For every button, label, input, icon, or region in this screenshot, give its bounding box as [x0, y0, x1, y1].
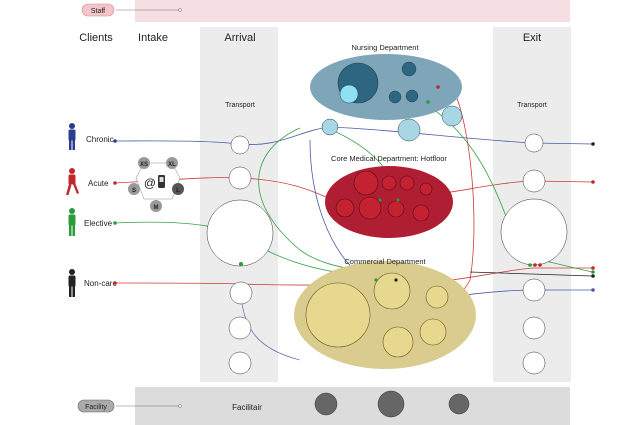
- arrival-node-bike[interactable]: [228, 316, 252, 340]
- commercial-department-title: Commercial Department: [344, 257, 426, 266]
- size-xl-label: XL: [168, 162, 176, 168]
- size-m-label: M: [154, 205, 159, 211]
- core-department-title: Core Medical Department: Hotfloor: [331, 154, 447, 163]
- exit-transport-label: Transport: [517, 102, 547, 109]
- noncare-person-icon: [68, 269, 76, 297]
- intake-column-header: Intake: [138, 32, 168, 44]
- client-acute[interactable]: Acute: [66, 168, 117, 195]
- chronic-person-icon: [68, 123, 76, 150]
- commercial-services[interactable]: [419, 318, 447, 346]
- nursing-unit-d[interactable]: [441, 105, 463, 127]
- size-xl[interactable]: XL: [166, 157, 178, 169]
- acute-label: Acute: [88, 179, 109, 188]
- intake-cluster[interactable]: XS XL S L M @: [128, 157, 184, 212]
- facility-band: [135, 387, 570, 425]
- arrival-node-parking-small[interactable]: [228, 351, 252, 375]
- size-xs-label: XS: [140, 162, 148, 168]
- size-xs[interactable]: XS: [138, 157, 150, 169]
- arrival-nodes: [206, 135, 274, 375]
- arrival-node-ambulance[interactable]: [230, 135, 250, 155]
- email-icon: @: [144, 176, 156, 190]
- core-unit-3[interactable]: [399, 175, 415, 191]
- exit-node-bike[interactable]: [522, 316, 546, 340]
- chronic-label: Chronic: [86, 135, 114, 144]
- elective-label: Elective: [84, 219, 113, 228]
- core-medical-department[interactable]: Core Medical Department: Hotfloor: [325, 154, 453, 238]
- staff-legend-label: Staff: [91, 8, 105, 15]
- facility-legend[interactable]: Facility: [77, 399, 182, 413]
- core-unit-6[interactable]: [358, 196, 382, 220]
- core-unit-1[interactable]: [353, 170, 379, 196]
- arrival-node-public-transport[interactable]: [229, 281, 253, 305]
- nursing-unit-c[interactable]: [405, 89, 419, 103]
- nursing-entry[interactable]: [321, 118, 339, 136]
- nursing-intensive-care[interactable]: [339, 84, 359, 104]
- core-unit-4[interactable]: [419, 182, 433, 196]
- core-unit-5[interactable]: [335, 198, 355, 218]
- commercial-department[interactable]: Commercial Department: [294, 257, 476, 369]
- exit-nodes: [500, 133, 568, 375]
- exit-column-header: Exit: [523, 32, 541, 44]
- commercial-wellness[interactable]: [382, 326, 414, 358]
- facilitair-label: Facilitair: [232, 403, 262, 412]
- core-unit-8[interactable]: [412, 204, 430, 222]
- size-s[interactable]: S: [128, 183, 140, 195]
- arrival-transport-label: Transport: [225, 102, 255, 109]
- facility-node-2[interactable]: [377, 390, 405, 418]
- size-s-label: S: [132, 188, 136, 194]
- dark-exit-line: [469, 271, 593, 277]
- commercial-offices[interactable]: [425, 285, 449, 309]
- acute-person-icon: [66, 168, 79, 195]
- exit-endpoints: [591, 142, 595, 292]
- exit-node-parking-small[interactable]: [522, 351, 546, 375]
- commercial-shops[interactable]: [373, 272, 411, 310]
- nursing-to-exit-line: [329, 126, 593, 145]
- client-elective[interactable]: Elective: [68, 208, 117, 236]
- nursing-department[interactable]: Nursing Department: [310, 43, 463, 142]
- noncare-label: Non-care: [84, 279, 117, 288]
- arrival-column-header: Arrival: [224, 32, 255, 44]
- facility-node-3[interactable]: [448, 393, 470, 415]
- core-unit-2[interactable]: [381, 175, 397, 191]
- client-noncare[interactable]: Non-care: [68, 269, 118, 297]
- mobile-phone-icon: [158, 175, 165, 188]
- nursing-emergency[interactable]: [397, 118, 421, 142]
- exit-node-ambulance[interactable]: [524, 133, 544, 153]
- arrival-node-helicopter[interactable]: [228, 166, 252, 190]
- facility-legend-label: Facility: [85, 404, 107, 411]
- size-l[interactable]: L: [172, 183, 184, 195]
- facility-nodes: [314, 390, 470, 418]
- exit-node-helicopter[interactable]: [522, 169, 546, 193]
- facility-node-1[interactable]: [314, 392, 338, 416]
- size-l-label: L: [176, 188, 180, 194]
- size-m[interactable]: M: [150, 200, 162, 212]
- core-unit-7[interactable]: [387, 200, 405, 218]
- client-chronic[interactable]: Chronic: [68, 123, 117, 150]
- nursing-unit-b[interactable]: [388, 90, 402, 104]
- exit-node-public-transport[interactable]: [522, 278, 546, 302]
- elective-person-icon: [68, 208, 76, 236]
- staff-legend[interactable]: Staff: [81, 3, 182, 17]
- arrival-node-parking[interactable]: [206, 199, 274, 267]
- exit-node-parking[interactable]: [500, 198, 568, 266]
- nursing-unit-a[interactable]: [401, 61, 417, 77]
- commercial-food-beverage[interactable]: [305, 282, 371, 348]
- nursing-department-title: Nursing Department: [351, 43, 419, 52]
- staff-band: [135, 0, 570, 22]
- clients-column-header: Clients: [79, 32, 113, 44]
